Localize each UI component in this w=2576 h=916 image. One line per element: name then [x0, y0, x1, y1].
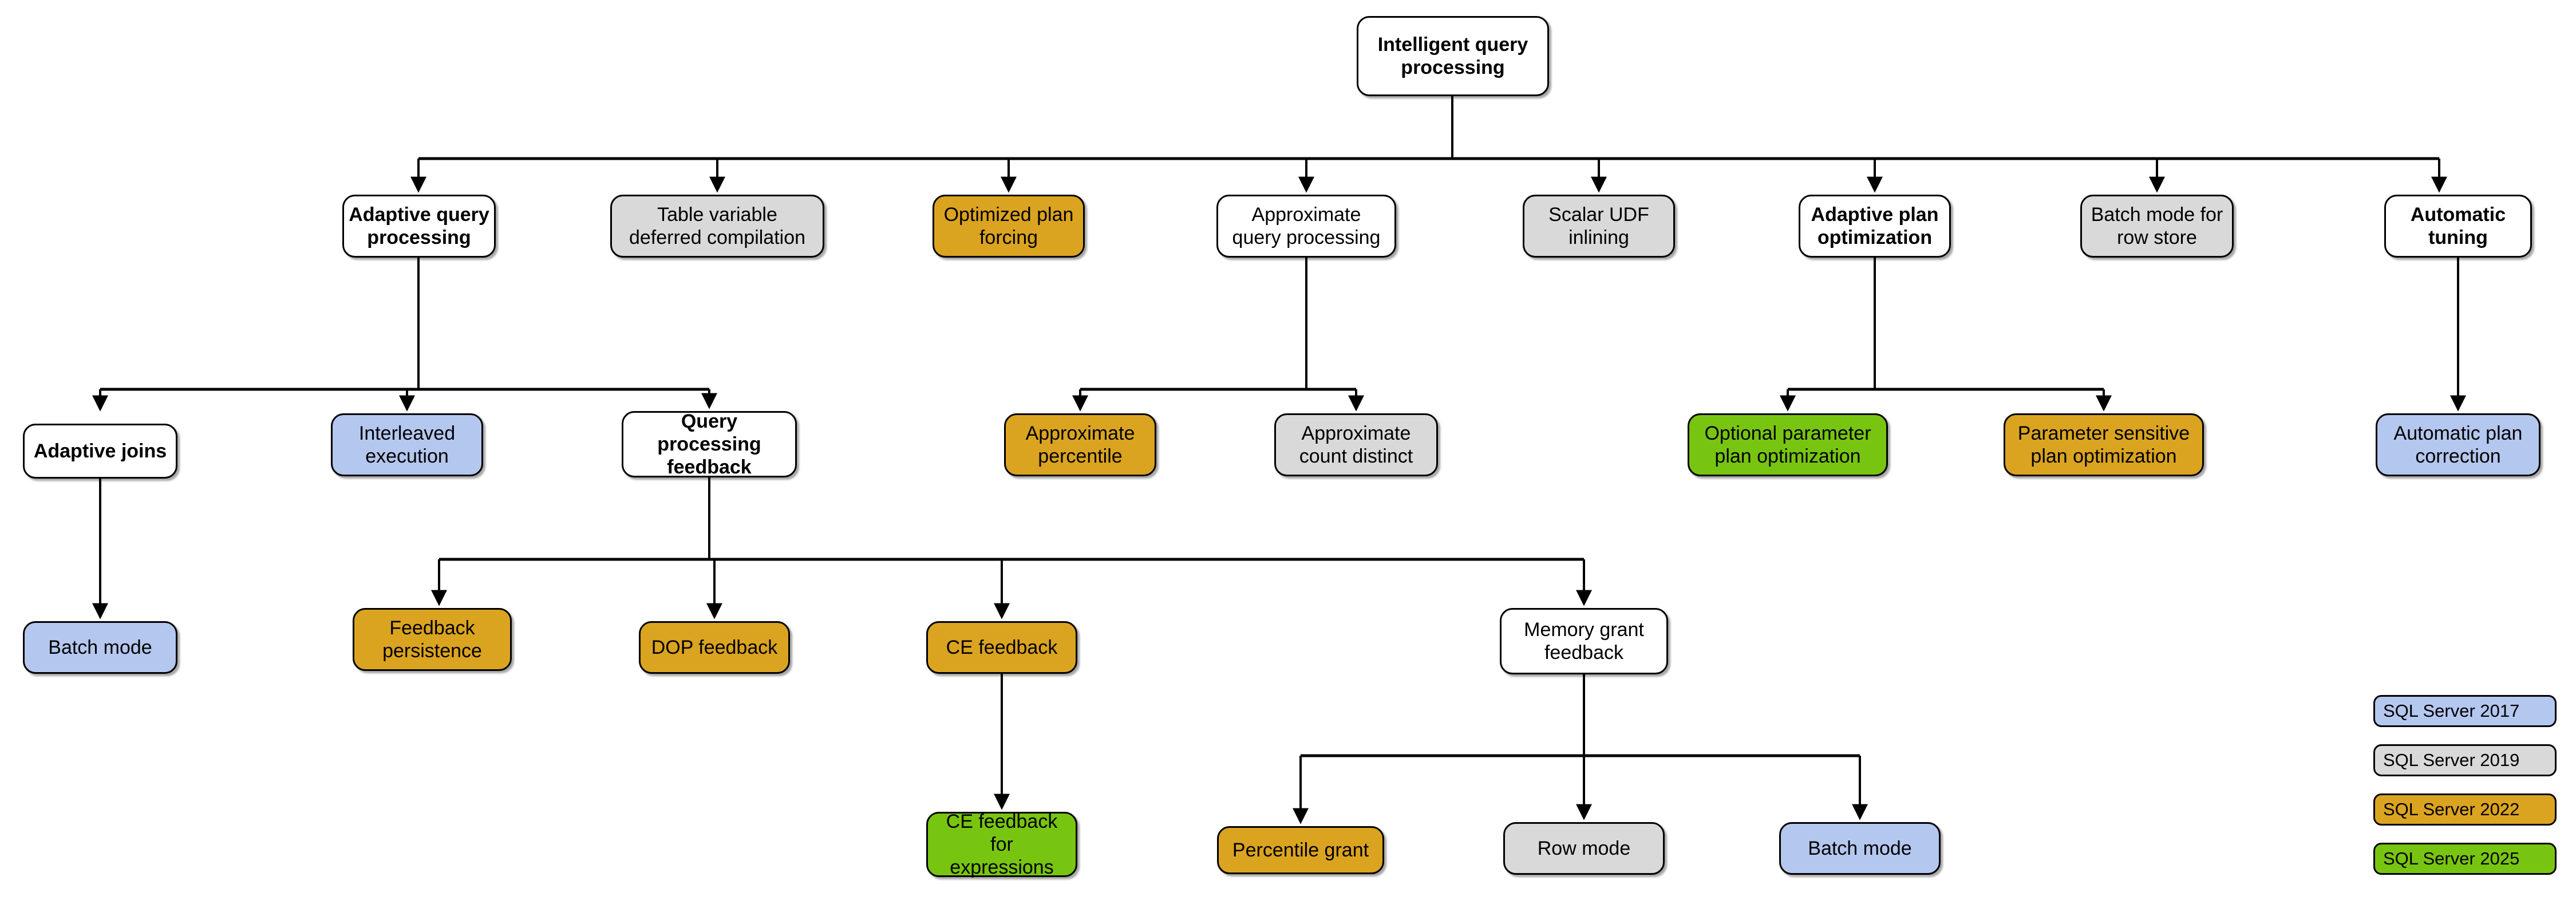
- node-approximate-query-processing[interactable]: Approximate query processing: [1216, 195, 1396, 258]
- legend-item-sql-server-2022[interactable]: SQL Server 2022: [2373, 793, 2557, 826]
- node-adaptive-joins[interactable]: Adaptive joins: [23, 424, 177, 479]
- node-batch-mode-adaptive-joins[interactable]: Batch mode: [23, 621, 177, 674]
- node-intelligent-query-processing[interactable]: Intelligent query processing: [1357, 16, 1549, 96]
- node-automatic-plan-correction[interactable]: Automatic plan correction: [2376, 413, 2541, 476]
- node-dop-feedback[interactable]: DOP feedback: [639, 621, 790, 674]
- node-row-mode[interactable]: Row mode: [1503, 822, 1665, 875]
- node-memory-grant-feedback[interactable]: Memory grant feedback: [1500, 608, 1668, 674]
- node-batch-mode-memory-grant[interactable]: Batch mode: [1779, 822, 1941, 875]
- node-parameter-sensitive-plan-optimization[interactable]: Parameter sensitive plan optimization: [2004, 413, 2204, 476]
- node-optimized-plan-forcing[interactable]: Optimized plan forcing: [933, 195, 1085, 258]
- node-approximate-count-distinct[interactable]: Approximate count distinct: [1274, 413, 1438, 476]
- node-percentile-grant[interactable]: Percentile grant: [1217, 826, 1384, 874]
- legend-item-sql-server-2017[interactable]: SQL Server 2017: [2373, 695, 2557, 727]
- node-ce-feedback[interactable]: CE feedback: [926, 621, 1077, 674]
- node-scalar-udf-inlining[interactable]: Scalar UDF inlining: [1523, 195, 1675, 258]
- node-query-processing-feedback[interactable]: Query processing feedback: [622, 410, 797, 478]
- node-adaptive-query-processing[interactable]: Adaptive query processing: [342, 195, 496, 258]
- node-optional-parameter-plan-optimization[interactable]: Optional parameter plan optimization: [1688, 413, 1888, 476]
- legend-item-sql-server-2025[interactable]: SQL Server 2025: [2373, 843, 2557, 875]
- node-interleaved-execution[interactable]: Interleaved execution: [331, 413, 483, 476]
- node-table-variable-deferred[interactable]: Table variable deferred compilation: [610, 195, 824, 258]
- node-batch-mode-row-store[interactable]: Batch mode for row store: [2080, 195, 2234, 258]
- node-ce-feedback-for-expressions[interactable]: CE feedback for expressions: [926, 811, 1077, 878]
- node-approximate-percentile[interactable]: Approximate percentile: [1004, 413, 1156, 476]
- node-feedback-persistence[interactable]: Feedback persistence: [353, 608, 512, 671]
- legend-item-sql-server-2019[interactable]: SQL Server 2019: [2373, 744, 2557, 776]
- node-automatic-tuning[interactable]: Automatic tuning: [2384, 195, 2532, 258]
- node-adaptive-plan-optimization[interactable]: Adaptive plan optimization: [1799, 195, 1951, 258]
